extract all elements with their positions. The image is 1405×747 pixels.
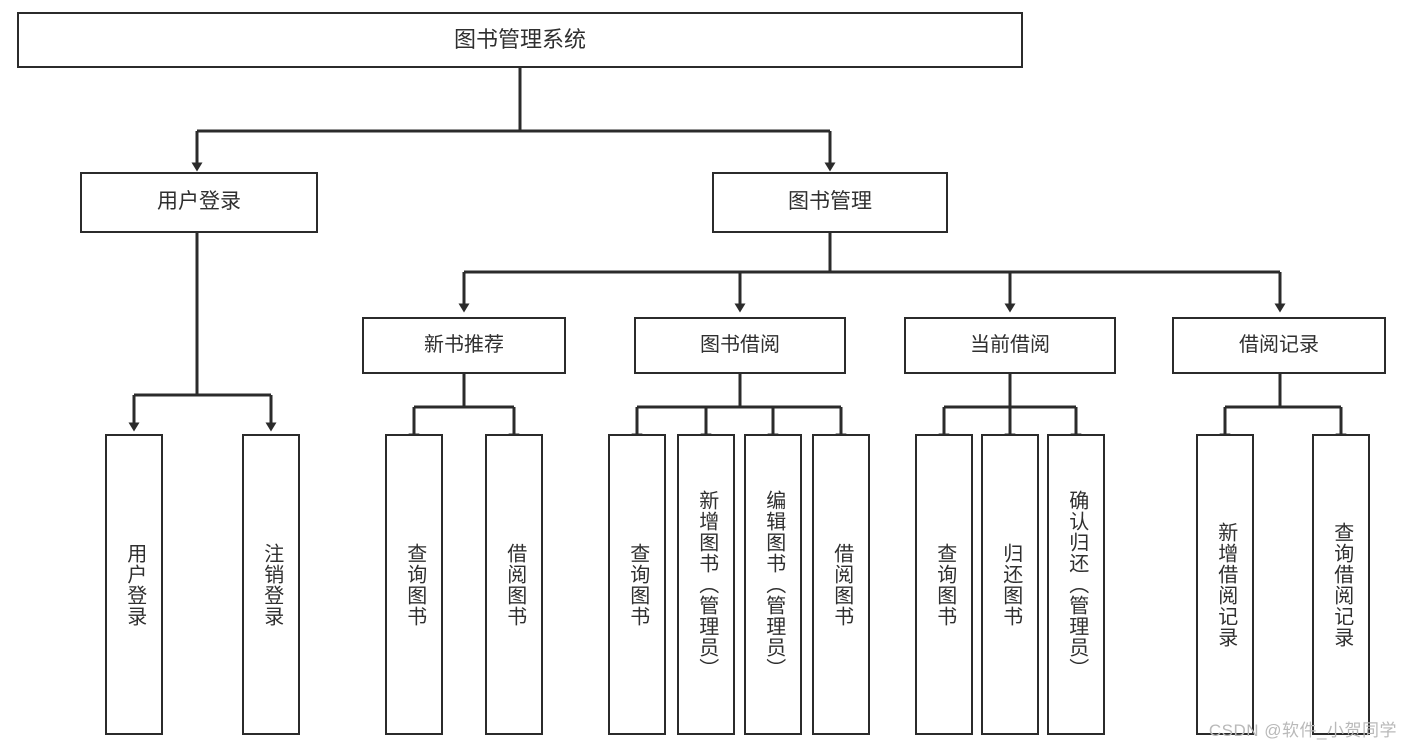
node-root-system[interactable]: 图书管理系统 [17, 12, 1023, 68]
leaf-query-borrow-record[interactable]: 查询借阅记录 [1312, 434, 1370, 735]
leaf-query-book-current[interactable]: 查询图书 [915, 434, 973, 735]
node-label: 查询借阅记录 [1330, 521, 1353, 648]
node-current-borrow[interactable]: 当前借阅 [904, 317, 1116, 374]
node-label: 新增借阅记录 [1214, 521, 1237, 648]
node-label: 借阅记录 [1239, 333, 1319, 356]
node-label: 查询图书 [933, 542, 956, 627]
node-book-borrow[interactable]: 图书借阅 [634, 317, 846, 374]
node-label: 确认归还（管理员） [1065, 490, 1088, 679]
node-label: 图书管理系统 [453, 26, 586, 52]
leaf-add-borrow-record[interactable]: 新增借阅记录 [1196, 434, 1254, 735]
leaf-user-logout[interactable]: 注销登录 [242, 434, 300, 735]
node-label: 归还图书 [999, 542, 1022, 627]
node-label: 用户登录 [123, 542, 146, 627]
node-label: 借阅图书 [830, 542, 853, 627]
node-label: 新书推荐 [424, 333, 504, 356]
leaf-borrow-book-recommend[interactable]: 借阅图书 [485, 434, 543, 735]
leaf-return-book[interactable]: 归还图书 [981, 434, 1039, 735]
leaf-add-book-admin[interactable]: 新增图书（管理员） [677, 434, 735, 735]
node-label: 新增图书（管理员） [695, 490, 718, 679]
node-label: 借阅图书 [503, 542, 526, 627]
node-new-book-recommend[interactable]: 新书推荐 [362, 317, 566, 374]
node-label: 图书借阅 [700, 333, 780, 356]
node-label: 查询图书 [626, 542, 649, 627]
node-label: 注销登录 [260, 542, 283, 627]
leaf-user-login[interactable]: 用户登录 [105, 434, 163, 735]
leaf-edit-book-admin[interactable]: 编辑图书（管理员） [744, 434, 802, 735]
leaf-borrow-book[interactable]: 借阅图书 [812, 434, 870, 735]
node-borrow-record[interactable]: 借阅记录 [1172, 317, 1386, 374]
node-book-management[interactable]: 图书管理 [712, 172, 948, 233]
node-label: 查询图书 [403, 542, 426, 627]
node-label: 编辑图书（管理员） [762, 490, 785, 679]
node-label: 用户登录 [157, 190, 241, 214]
leaf-confirm-return-admin[interactable]: 确认归还（管理员） [1047, 434, 1105, 735]
node-label: 图书管理 [788, 190, 872, 214]
leaf-query-book-borrow[interactable]: 查询图书 [608, 434, 666, 735]
csdn-watermark: CSDN @软件_小贺同学 [1208, 721, 1397, 740]
leaf-query-book-recommend[interactable]: 查询图书 [385, 434, 443, 735]
node-label: 当前借阅 [970, 333, 1050, 356]
node-user-login[interactable]: 用户登录 [80, 172, 318, 233]
